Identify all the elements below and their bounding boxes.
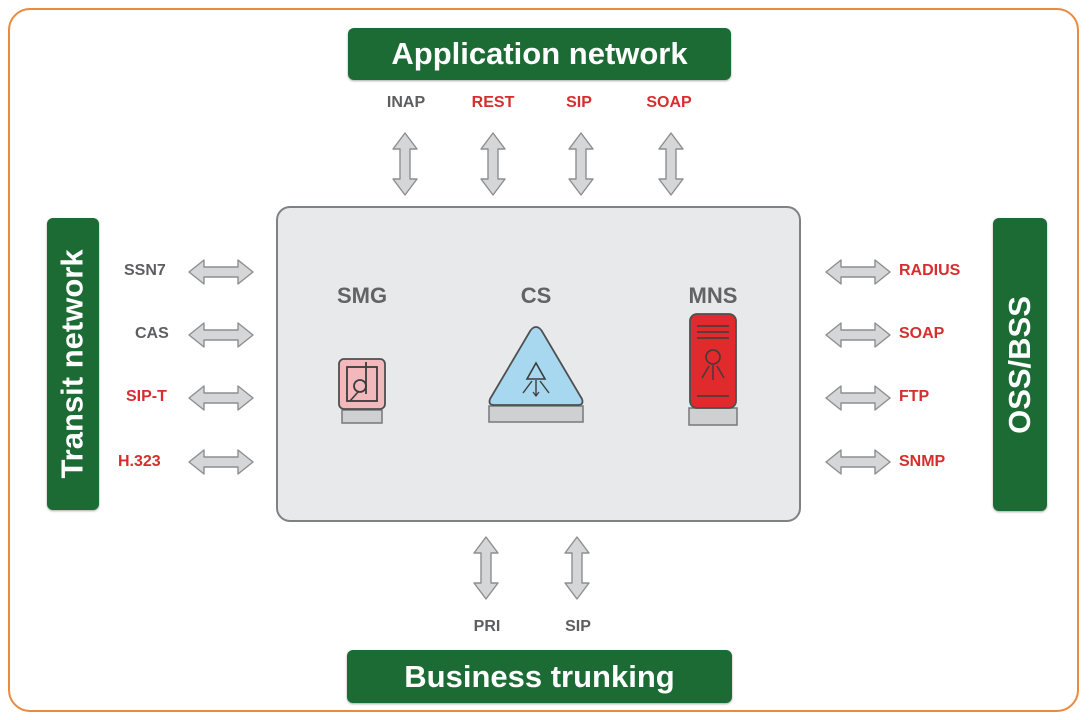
application-network-label: Application network <box>391 36 688 71</box>
bidirectional-arrow-sip-t <box>188 385 254 411</box>
node-label-smg: SMG <box>336 283 388 308</box>
protocol-label-inap: INAP <box>386 94 426 111</box>
protocol-label-soap-right: SOAP <box>899 325 945 342</box>
protocol-label-cas: CAS <box>135 325 169 342</box>
bidirectional-arrow-sip-top <box>568 132 594 196</box>
bidirectional-arrow-cas <box>188 322 254 348</box>
bidirectional-arrow-ssn7 <box>188 259 254 285</box>
bidirectional-arrow-sip-bottom <box>564 536 590 600</box>
protocol-label-sip-top: SIP <box>566 94 592 111</box>
protocol-label-h323: H.323 <box>118 453 161 470</box>
protocol-label-ftp: FTP <box>899 388 930 405</box>
oss-bss-banner: OSS/BSS <box>993 218 1047 511</box>
transit-network-banner: Transit network <box>47 218 99 510</box>
protocol-label-rest: REST <box>471 94 515 111</box>
bidirectional-arrow-rest <box>480 132 506 196</box>
bidirectional-arrow-pri <box>473 536 499 600</box>
oss-bss-label: OSS/BSS <box>1002 295 1038 434</box>
smg-gateway-icon <box>338 358 386 424</box>
bidirectional-arrow-snmp <box>825 449 891 475</box>
business-trunking-label: Business trunking <box>404 658 675 694</box>
protocol-label-ssn7: SSN7 <box>124 262 166 279</box>
protocol-label-snmp: SNMP <box>899 453 946 470</box>
bidirectional-arrow-soap-right <box>825 322 891 348</box>
protocol-label-soap-top: SOAP <box>646 94 692 111</box>
node-label-cs: CS <box>520 283 552 308</box>
bidirectional-arrow-soap-top <box>658 132 684 196</box>
diagram-frame <box>8 8 1079 712</box>
protocol-label-radius: RADIUS <box>899 262 961 279</box>
bidirectional-arrow-radius <box>825 259 891 285</box>
protocol-label-sip-t: SIP-T <box>126 388 167 405</box>
transit-network-label: Transit network <box>55 249 91 479</box>
node-label-mns: MNS <box>688 283 738 308</box>
cs-triangle-icon <box>488 326 584 423</box>
bidirectional-arrow-inap <box>392 132 418 196</box>
mns-server-icon <box>688 313 738 426</box>
bidirectional-arrow-ftp <box>825 385 891 411</box>
protocol-label-pri: PRI <box>473 618 501 635</box>
application-network-banner: Application network <box>348 28 731 80</box>
bidirectional-arrow-h323 <box>188 449 254 475</box>
protocol-label-sip-bottom: SIP <box>565 618 591 635</box>
business-trunking-banner: Business trunking <box>347 650 732 703</box>
